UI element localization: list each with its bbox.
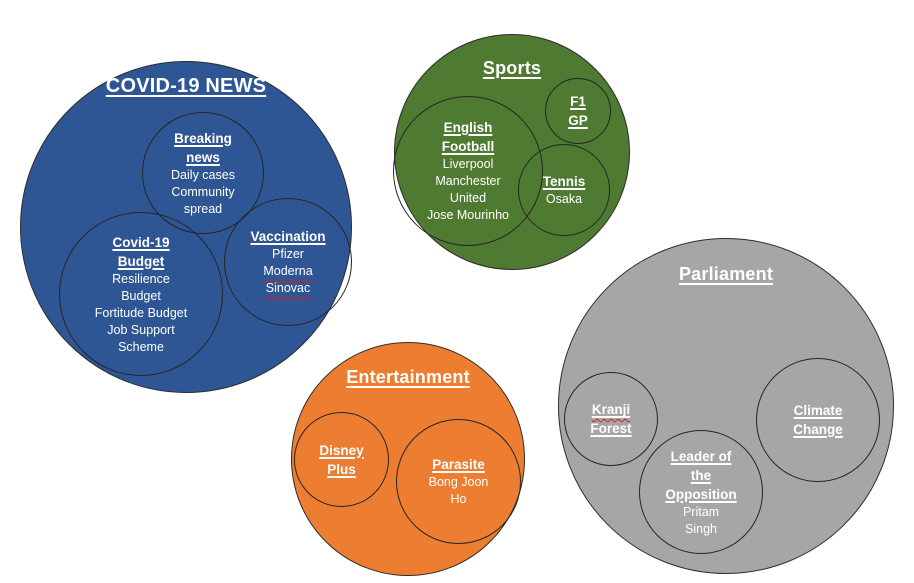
breaking-news-title-line: news: [186, 149, 220, 165]
breaking-news-body-line: Daily cases: [171, 167, 235, 182]
disney-plus-title-line: Plus: [327, 461, 356, 477]
entertainment-circle: Entertainment Disney Plus Parasite Bong …: [291, 342, 525, 576]
english-football-title-line: Football: [441, 139, 495, 154]
english-football-circle: English Football Liverpool Manchester Un…: [393, 96, 543, 246]
leader-of-the-opposition-body-line: Pritam: [682, 504, 720, 519]
parasite-title-line: Parasite: [432, 457, 485, 472]
vaccination-circle: Vaccination Pfizer Moderna Sinovac: [224, 198, 352, 326]
breaking-news-body-line: Community: [171, 184, 235, 199]
english-football-body-line: Jose Mourinho: [427, 208, 509, 222]
leader-of-the-opposition-title-line: the: [690, 467, 712, 483]
english-football-body-line: United: [449, 191, 487, 205]
parasite-circle: Parasite Bong Joon Ho: [396, 419, 521, 544]
climate-change-title-line: Climate: [793, 403, 843, 418]
covid-news-circle: COVID-19 NEWS Breaking news Daily cases …: [20, 61, 352, 393]
leader-of-the-opposition-body-line: Singh: [685, 521, 717, 536]
covid-news-title: COVID-19 NEWS: [105, 75, 267, 97]
covid-budget-title-line: Covid-19: [112, 234, 170, 250]
breaking-news-body-line: spread: [183, 201, 223, 216]
kranji-forest-title-line: Forest: [590, 421, 632, 436]
covid-budget-title-line: Budget: [117, 253, 165, 269]
vaccination-body-line: Pfizer: [272, 247, 304, 261]
tennis-circle: Tennis Osaka: [518, 144, 610, 236]
kranji-forest-title-line-misspelled: Kranji: [591, 402, 631, 417]
covid-budget-body-line: Scheme: [118, 339, 164, 354]
covid-budget-body-line: Job Support: [107, 322, 175, 337]
sports-circle: Sports English Football Liverpool Manche…: [393, 34, 630, 270]
climate-change-circle: Climate Change: [756, 358, 880, 482]
english-football-body-line: Liverpool: [442, 157, 494, 171]
covid-budget-body-line: Resilience: [112, 271, 170, 286]
sports-title: Sports: [482, 58, 542, 78]
disney-plus-circle: Disney Plus: [294, 412, 389, 507]
climate-change-title-line: Change: [793, 422, 843, 437]
f1-gp-title-line: GP: [568, 113, 588, 128]
disney-plus-title-line: Disney: [319, 442, 364, 458]
english-football-title-line: English: [443, 120, 493, 135]
covid-budget-body-line: Budget: [121, 288, 161, 303]
vaccination-body-line-misspelled: Moderna: [263, 264, 313, 278]
leader-of-the-opposition-title-line: Opposition: [665, 486, 737, 502]
parasite-body-line: Ho: [450, 492, 467, 506]
parasite-body-line: Bong Joon: [428, 475, 489, 489]
kranji-forest-circle: Kranji Forest: [564, 372, 658, 466]
leader-of-the-opposition-circle: Leader of the Opposition Pritam Singh: [639, 430, 763, 554]
tennis-title-line: Tennis: [542, 174, 586, 189]
covid-budget-body-line: Fortitude Budget: [94, 305, 188, 320]
f1-gp-title-line: F1: [570, 94, 586, 109]
vaccination-title-line: Vaccination: [250, 229, 326, 244]
breaking-news-circle: Breaking news Daily cases Community spre…: [142, 112, 264, 234]
parliament-circle: Parliament Kranji Forest Climate Change …: [558, 238, 894, 574]
covid-budget-circle: Covid-19 Budget Resilience Budget Fortit…: [59, 212, 223, 376]
tennis-body-line: Osaka: [545, 192, 583, 206]
parliament-title: Parliament: [678, 264, 774, 284]
breaking-news-title-line: Breaking: [174, 130, 232, 146]
f1-gp-circle: F1 GP: [545, 78, 611, 144]
entertainment-title: Entertainment: [346, 367, 470, 387]
leader-of-the-opposition-title-line: Leader of: [670, 448, 732, 464]
english-football-body-line: Manchester: [435, 174, 501, 188]
vaccination-body-line-misspelled: Sinovac: [265, 281, 311, 295]
